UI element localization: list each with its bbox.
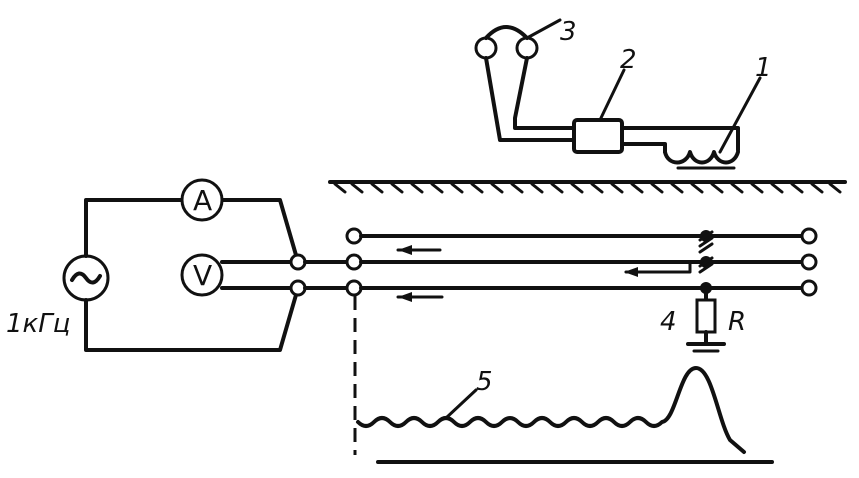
amplifier-box-icon (572, 118, 624, 154)
callout-leader-1 (718, 76, 762, 154)
frequency-label: 1кГц (6, 309, 70, 339)
signal-waveform (356, 366, 746, 454)
source-terminal-lower (289, 279, 307, 297)
current-return-arrow (624, 262, 692, 277)
ground-surface (328, 180, 847, 194)
fault-point (698, 230, 714, 294)
ac-source-icon (62, 254, 110, 302)
current-arrow-upper (396, 245, 442, 255)
voltmeter-icon: V (180, 253, 224, 297)
callout-leader-2 (598, 68, 626, 122)
source-circuit: 1кГц A V (6, 178, 349, 352)
source-terminal-upper (289, 253, 307, 271)
callout-3: 3 (560, 17, 577, 47)
callout-leader-3 (525, 18, 562, 40)
signal-trace: 5 (353, 296, 774, 464)
current-arrow-lower (396, 292, 444, 302)
ammeter-icon: A (180, 178, 224, 222)
fault-resistor-icon (695, 286, 717, 346)
search-coil-icon (663, 150, 740, 170)
callout-4: 4 (660, 307, 677, 337)
callout-5: 5 (476, 367, 493, 397)
callout-leader-5 (444, 388, 478, 420)
callout-1: 1 (755, 53, 772, 83)
voltmeter-label: V (193, 259, 212, 292)
receiver-set: 1 2 3 (474, 17, 772, 170)
cable-conductors: 4 R (345, 227, 818, 353)
callout-2: 2 (620, 45, 637, 75)
resistance-label: R (728, 307, 746, 337)
ground-icon (686, 342, 726, 353)
ammeter-label: A (193, 184, 212, 217)
